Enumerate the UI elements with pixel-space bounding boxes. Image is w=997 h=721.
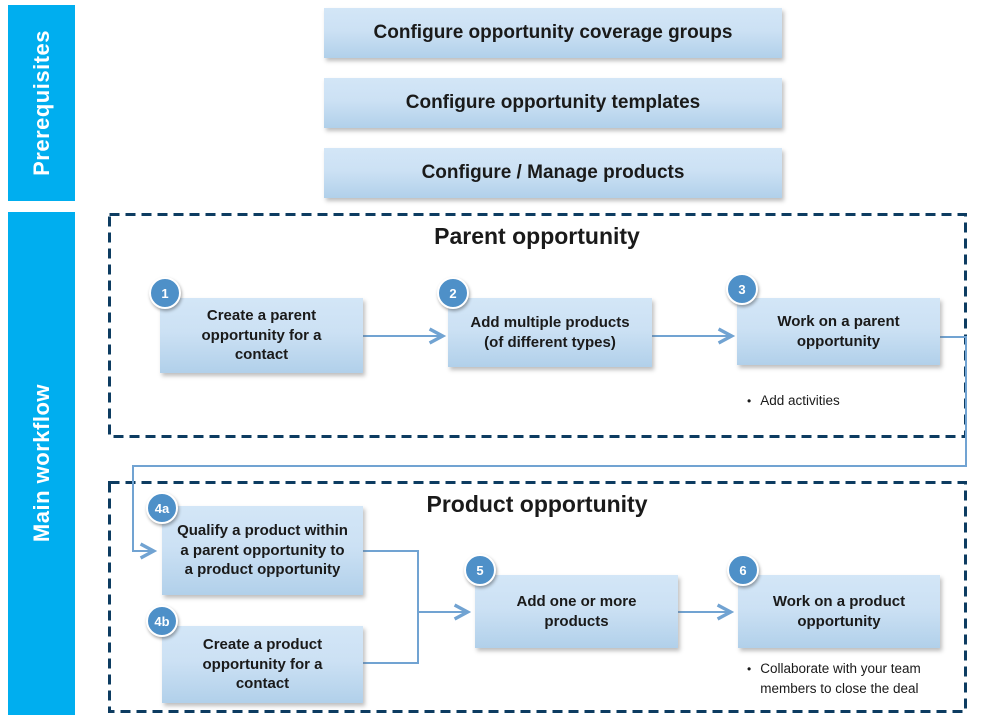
step-label: Create a parent opportunity for a contac… [201,306,322,364]
step-label: Work on a product opportunity [772,592,906,630]
step-label: Qualify a product within a parent opport… [177,521,348,579]
main-workflow-rail-label: Main workflow [28,384,54,543]
prerequisites-rail-label: Prerequisites [28,30,54,176]
step-badge-6: 6 [727,554,759,586]
prerequisite-label: Configure / Manage products [421,162,685,183]
bullet-icon: • [747,394,752,408]
step-box-4b: Create a product opportunity for a conta… [162,626,363,703]
step-box-2: Add multiple products (of different type… [448,298,652,367]
prerequisite-label: Configure opportunity templates [405,92,701,113]
step-box-3: Work on a parent opportunity [737,298,940,365]
prerequisites-rail: Prerequisites [8,5,75,201]
step-badge-4a: 4a [146,492,178,524]
step-badge-2: 2 [437,277,469,309]
step-badge-5: 5 [464,554,496,586]
note-text: Collaborate with your team members to cl… [760,661,921,697]
step-label: Add one or more products [516,592,637,630]
bullet-icon: • [747,662,752,676]
step-box-4a: Qualify a product within a parent opport… [162,506,363,595]
prerequisite-label: Configure opportunity coverage groups [373,22,733,43]
prerequisite-box-coverage-groups: Configure opportunity coverage groups [324,8,782,58]
step-label: Create a product opportunity for a conta… [202,635,323,693]
step-box-1: Create a parent opportunity for a contac… [160,298,363,373]
step-badge-1: 1 [149,277,181,309]
note-text: Add activities [760,393,840,408]
step-box-5: Add one or more products [475,575,678,648]
step-label: Work on a parent opportunity [777,312,900,350]
step-badge-4b: 4b [146,605,178,637]
prerequisite-box-templates: Configure opportunity templates [324,78,782,128]
step3-note: • Add activities [747,391,937,411]
step-badge-3: 3 [726,273,758,305]
prerequisite-box-products: Configure / Manage products [324,148,782,198]
connector-merge-4a-4b [363,550,419,664]
step-box-6: Work on a product opportunity [738,575,940,648]
main-workflow-rail: Main workflow [8,212,75,715]
step6-note: • Collaborate with your team members to … [747,659,922,700]
parent-section-title: Parent opportunity [434,223,640,249]
step-label: Add multiple products (of different type… [470,313,630,351]
